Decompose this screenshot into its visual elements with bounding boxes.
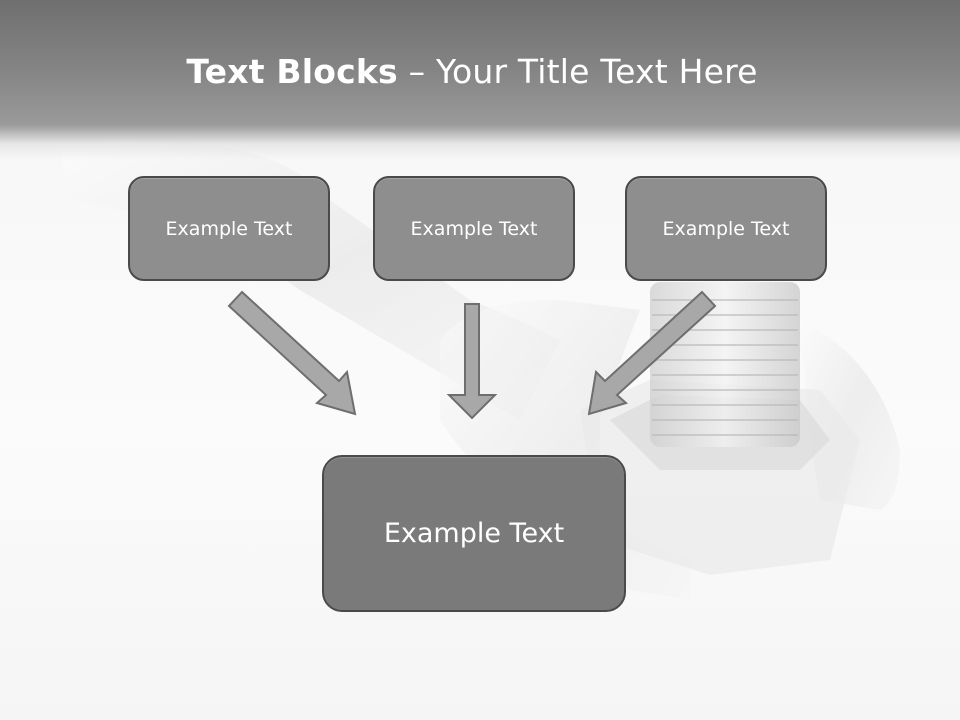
arrow-left-down-right-icon: [227, 290, 357, 416]
title-dash: –: [408, 52, 426, 91]
text-block-right[interactable]: Example Text: [625, 176, 827, 281]
arrow-right-down-left-icon: [587, 290, 717, 416]
title-rest: Your Title Text Here: [436, 52, 758, 91]
text-block-bottom[interactable]: Example Text: [322, 455, 626, 612]
title-bold-part: Text Blocks: [186, 52, 398, 91]
text-block-left[interactable]: Example Text: [128, 176, 330, 281]
text-block-middle[interactable]: Example Text: [373, 176, 575, 281]
slide-title[interactable]: Text Blocks – Your Title Text Here: [0, 52, 944, 91]
title-banner: [0, 0, 960, 160]
arrow-down-icon: [446, 303, 498, 420]
